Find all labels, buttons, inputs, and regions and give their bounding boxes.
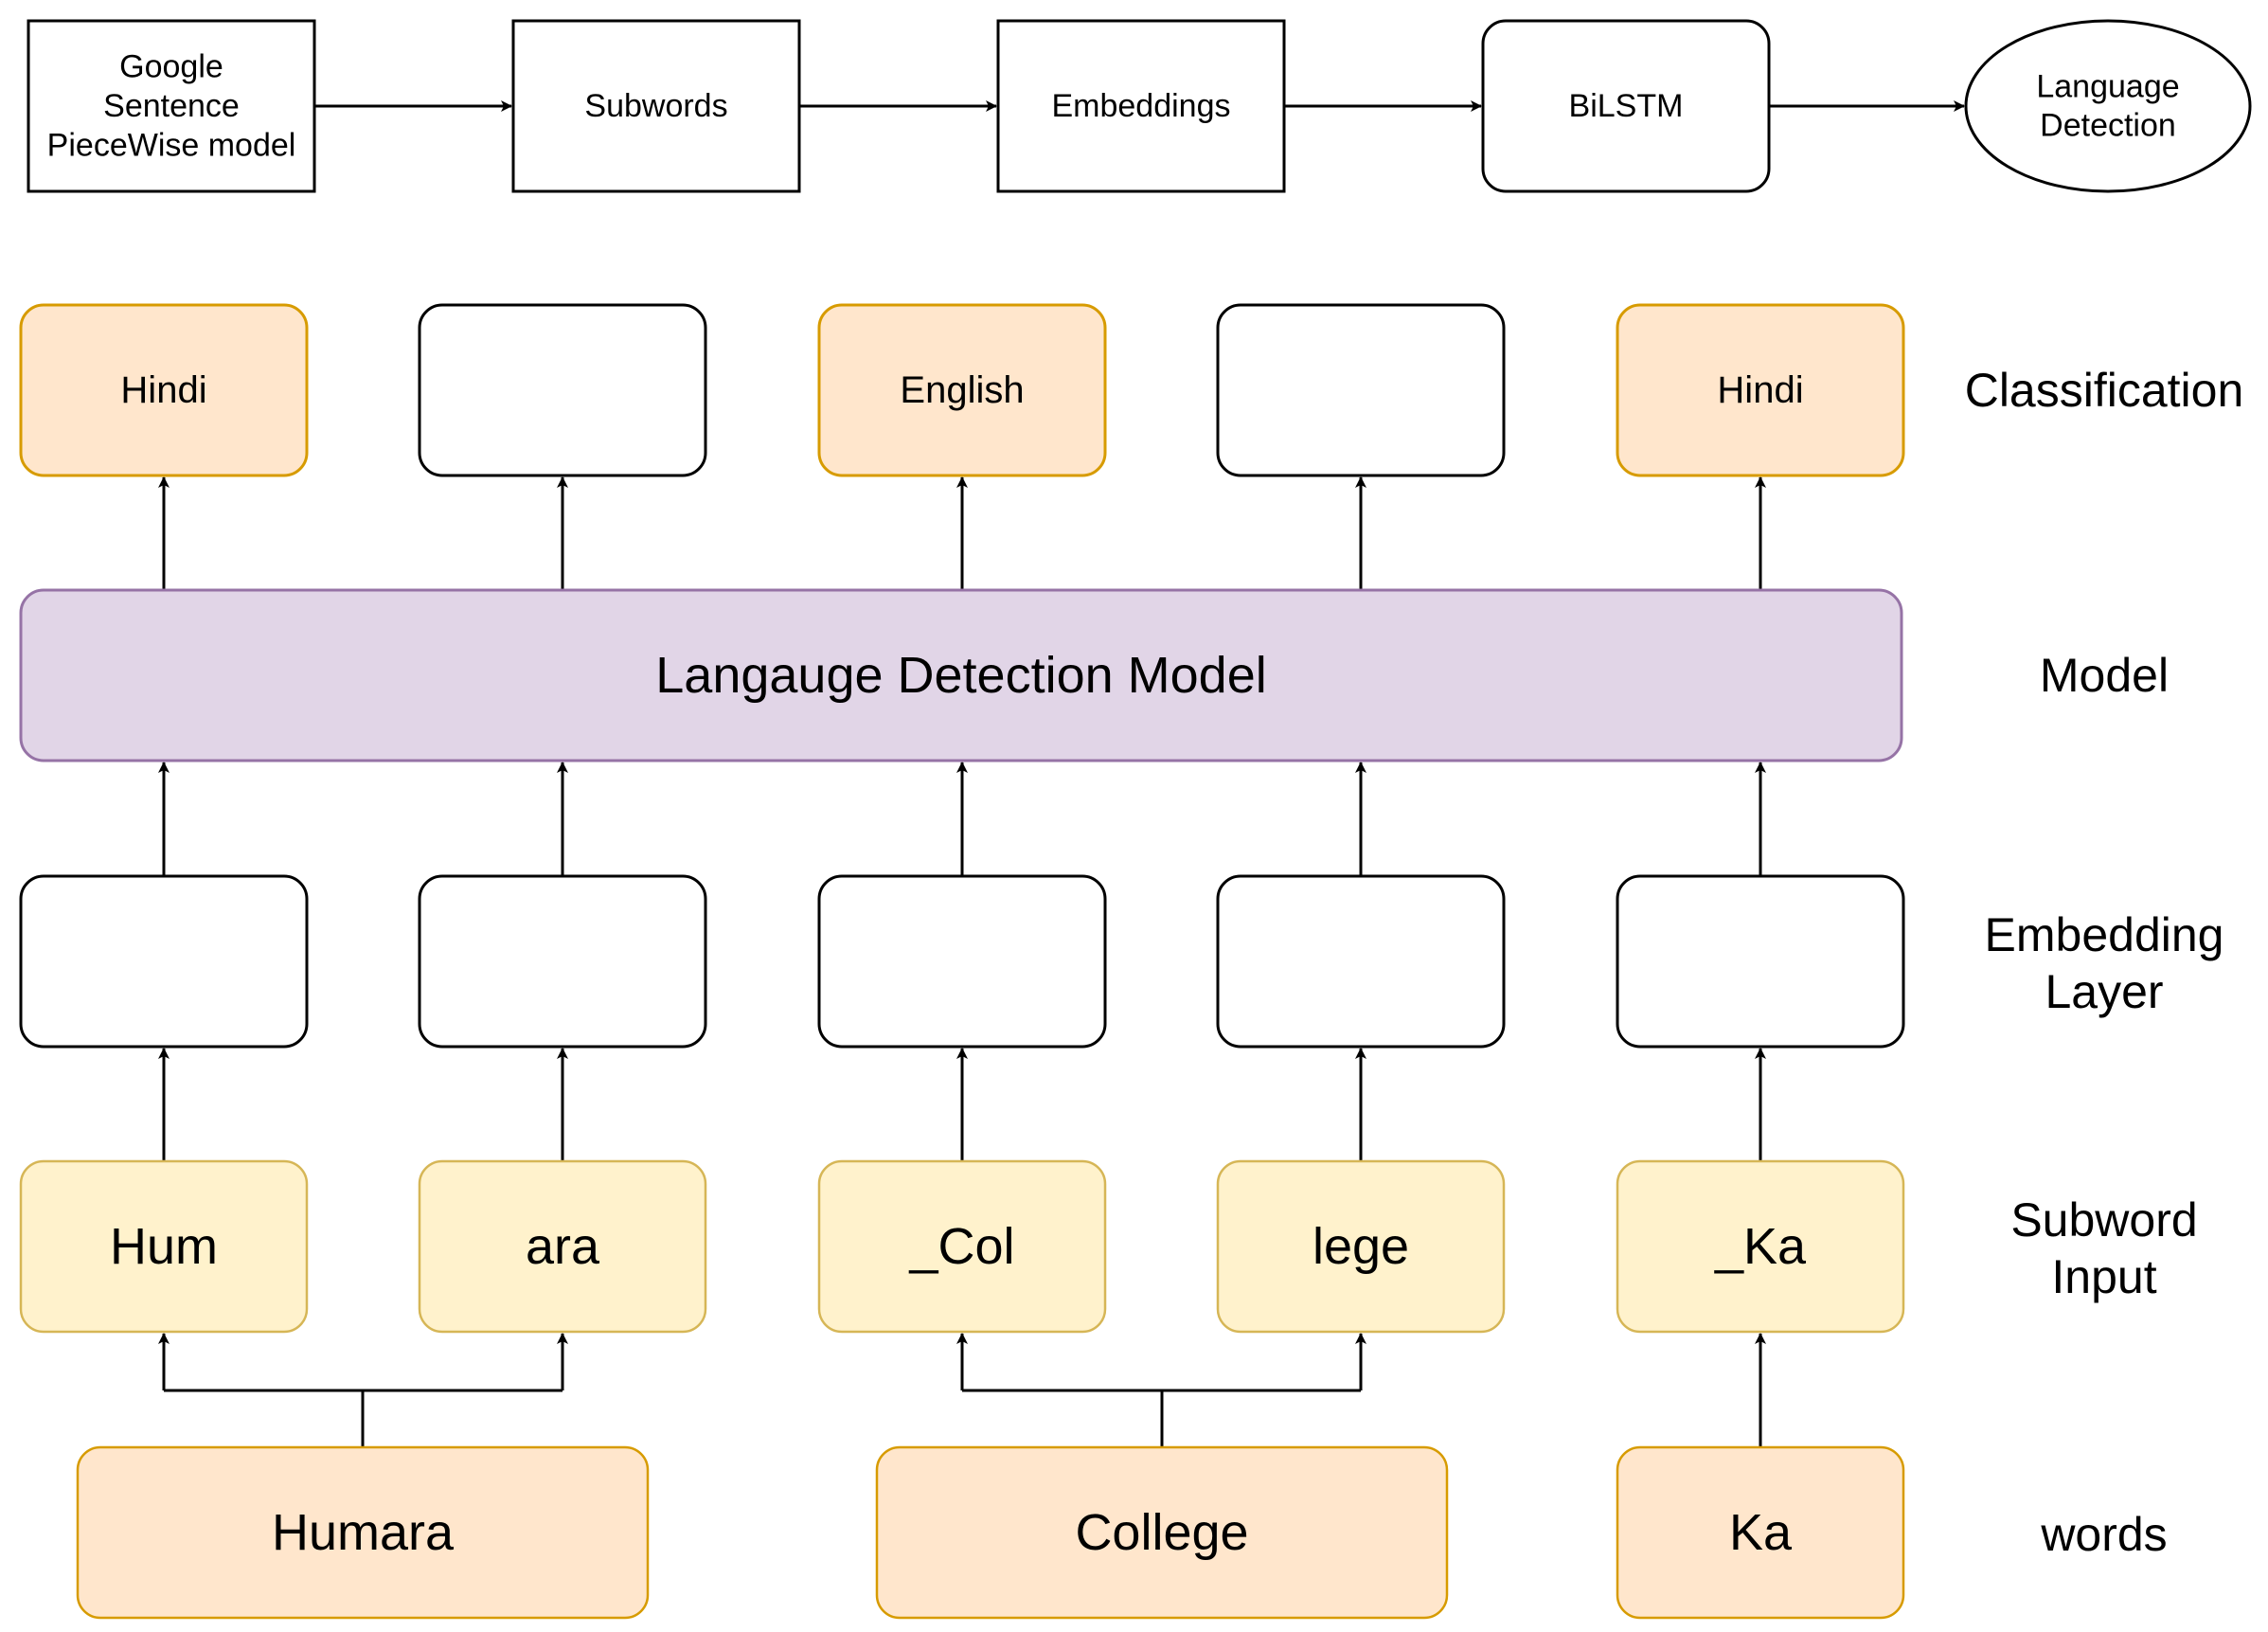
- row-label-embedding: Embedding: [1985, 908, 2224, 961]
- embedding-box: [19, 874, 309, 1049]
- row-labels: ClassificationModelEmbeddingLayerSubword…: [1965, 364, 2244, 1561]
- classification-box: [19, 303, 309, 477]
- pipeline-step-bilstm: BiLSTM: [1481, 19, 1771, 193]
- pipeline-step-shape: [1964, 19, 2252, 193]
- row-label-words: words: [2040, 1508, 2167, 1561]
- subword-box: [1216, 1159, 1506, 1334]
- pipeline-step-label: BiLSTM: [1569, 88, 1684, 124]
- pipeline-step-label: PieceWise model: [47, 127, 296, 163]
- row-label-subword-input: Input: [2051, 1250, 2156, 1303]
- pipeline-step-label: Google: [119, 49, 223, 85]
- subword-label: ara: [526, 1218, 600, 1275]
- pipeline-step-label: Subwords: [584, 88, 727, 124]
- pipeline-step-label: Embeddings: [1051, 88, 1230, 124]
- word-label: Humara: [272, 1504, 455, 1561]
- classification-label: Hindi: [1717, 369, 1803, 411]
- pipeline-step-label: Language: [2036, 68, 2179, 104]
- embedding-box: [418, 874, 707, 1049]
- subword-box: [817, 1159, 1107, 1334]
- pipeline-step-embeddings: Embeddings: [996, 19, 1286, 193]
- embedding-box: [817, 874, 1107, 1049]
- classification-box: [418, 303, 707, 477]
- row-label-model: Model: [2040, 649, 2169, 702]
- word-label: College: [1075, 1504, 1248, 1561]
- subword-label: _Ka: [1714, 1218, 1807, 1275]
- connectors: [158, 100, 1965, 1447]
- classification-box: [817, 303, 1107, 477]
- model-title: Langauge Detection Model: [655, 647, 1266, 704]
- row-label-subword-input: Subword: [2010, 1193, 2197, 1246]
- pipeline-step-shape: [27, 19, 316, 193]
- subword-label: lege: [1313, 1218, 1409, 1275]
- classification-box: [1216, 303, 1506, 477]
- pipeline-step-shape: [1481, 19, 1771, 193]
- subword-label: _Col: [908, 1218, 1014, 1275]
- pipeline-step-label: Sentence: [103, 88, 240, 124]
- pipeline-step-shape: [996, 19, 1286, 193]
- word-box: [76, 1445, 650, 1620]
- embedding-box: [1616, 874, 1905, 1049]
- subword-box: [418, 1159, 707, 1334]
- word-label: Ka: [1729, 1504, 1793, 1561]
- word-box: [875, 1445, 1449, 1620]
- row-label-embedding: Layer: [2045, 965, 2163, 1018]
- pipeline-step-label: Detection: [2040, 108, 2176, 144]
- subword-box: [1616, 1159, 1905, 1334]
- model-bar: [19, 588, 1903, 762]
- embedding-box: [1216, 874, 1506, 1049]
- pipeline-step-subwords: Subwords: [511, 19, 801, 193]
- row-label-classification: Classification: [1965, 364, 2244, 417]
- pipeline-step-shape: [511, 19, 801, 193]
- subword-box: [19, 1159, 309, 1334]
- classification-box: [1616, 303, 1905, 477]
- subword-label: Hum: [110, 1218, 218, 1275]
- word-box: [1616, 1445, 1905, 1620]
- classification-label: Hindi: [120, 369, 206, 411]
- classification-label: English: [900, 369, 1024, 411]
